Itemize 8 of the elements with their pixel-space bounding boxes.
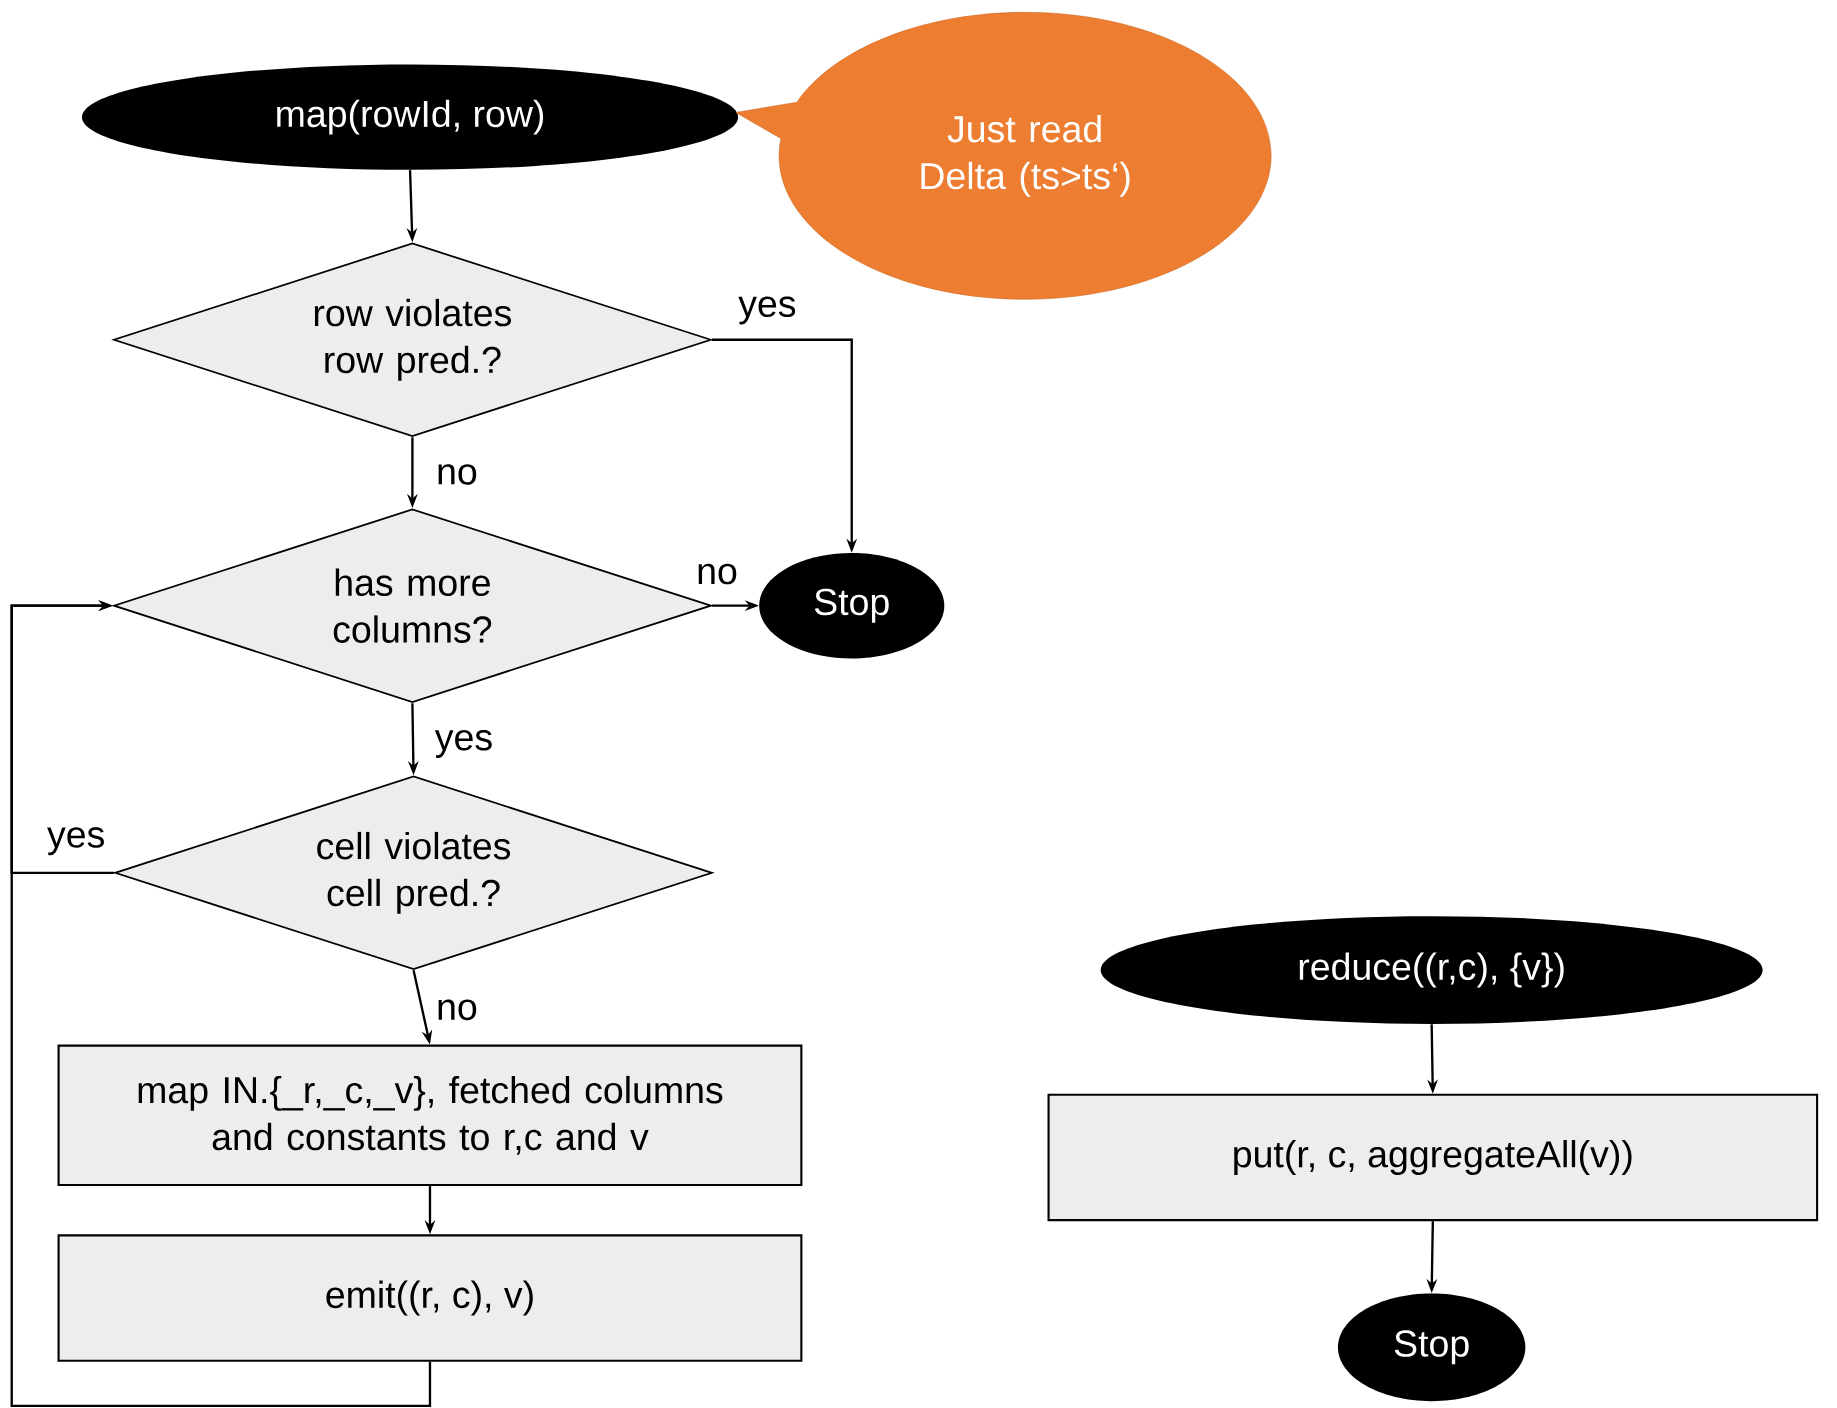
- edge-label: no: [433, 997, 481, 1023]
- process-box: put(r, c, aggregateAll(v)): [1047, 1093, 1819, 1222]
- edge-label: yes: [44, 824, 108, 858]
- arrow: [10, 600, 432, 1407]
- process-box: emit((r, c), v): [57, 1234, 803, 1362]
- process-box: map IN.{_r,_c,_v}, fetched columns and constants to r,c and v: [57, 1044, 803, 1186]
- edge-label: no: [433, 461, 481, 487]
- edge-label: yes: [432, 727, 496, 761]
